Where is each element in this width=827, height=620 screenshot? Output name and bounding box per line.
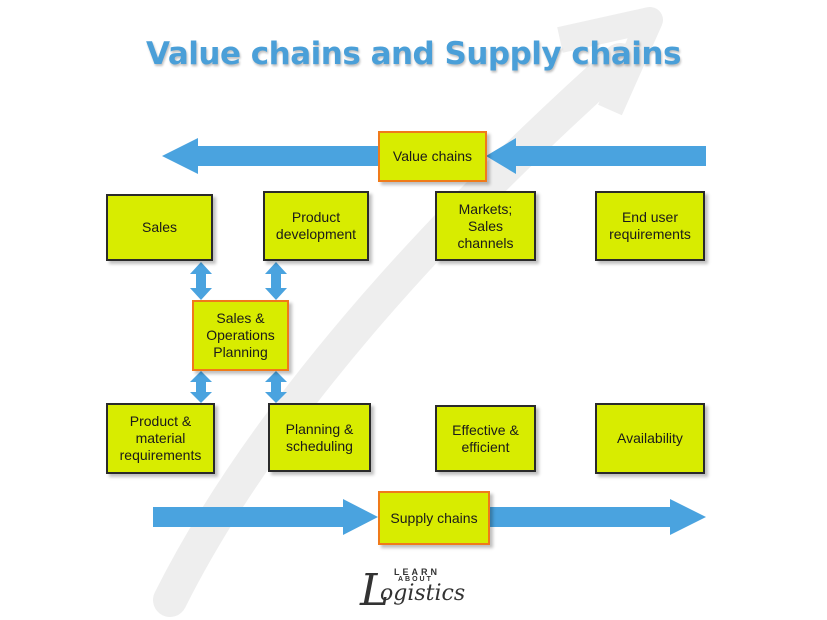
product-development-box: Product development bbox=[263, 191, 369, 261]
end-user-requirements-box: End user requirements bbox=[595, 191, 705, 261]
learn-about-logistics-logo: L LEARN ABOUT ogistics bbox=[350, 567, 490, 615]
planning-scheduling-box: Planning & scheduling bbox=[268, 403, 371, 472]
value-chains-box: Value chains bbox=[378, 131, 487, 182]
sales-box: Sales bbox=[106, 194, 213, 261]
page-title: Value chains and Supply chains bbox=[146, 36, 681, 72]
sales-sop-double-arrow bbox=[190, 262, 212, 300]
effective-efficient-box: Effective & efficient bbox=[435, 405, 536, 472]
logo-initial: L bbox=[360, 565, 390, 616]
sales-operations-planning-box: Sales & Operations Planning bbox=[192, 300, 289, 371]
logo-sub-text: ABOUT bbox=[398, 576, 433, 583]
logo-top-text: LEARN bbox=[394, 567, 440, 577]
supply-chains-box: Supply chains bbox=[378, 491, 490, 545]
sop-product-material-double-arrow bbox=[190, 371, 212, 403]
supply-chain-arrow bbox=[153, 499, 706, 535]
sop-planning-double-arrow bbox=[265, 371, 287, 403]
value-chain-arrow bbox=[162, 138, 706, 174]
markets-sales-channels-box: Markets; Sales channels bbox=[435, 191, 536, 261]
availability-box: Availability bbox=[595, 403, 705, 474]
logo-main-text: ogistics bbox=[380, 581, 466, 606]
product-material-requirements-box: Product & material requirements bbox=[106, 403, 215, 474]
product-dev-sop-double-arrow bbox=[265, 262, 287, 300]
